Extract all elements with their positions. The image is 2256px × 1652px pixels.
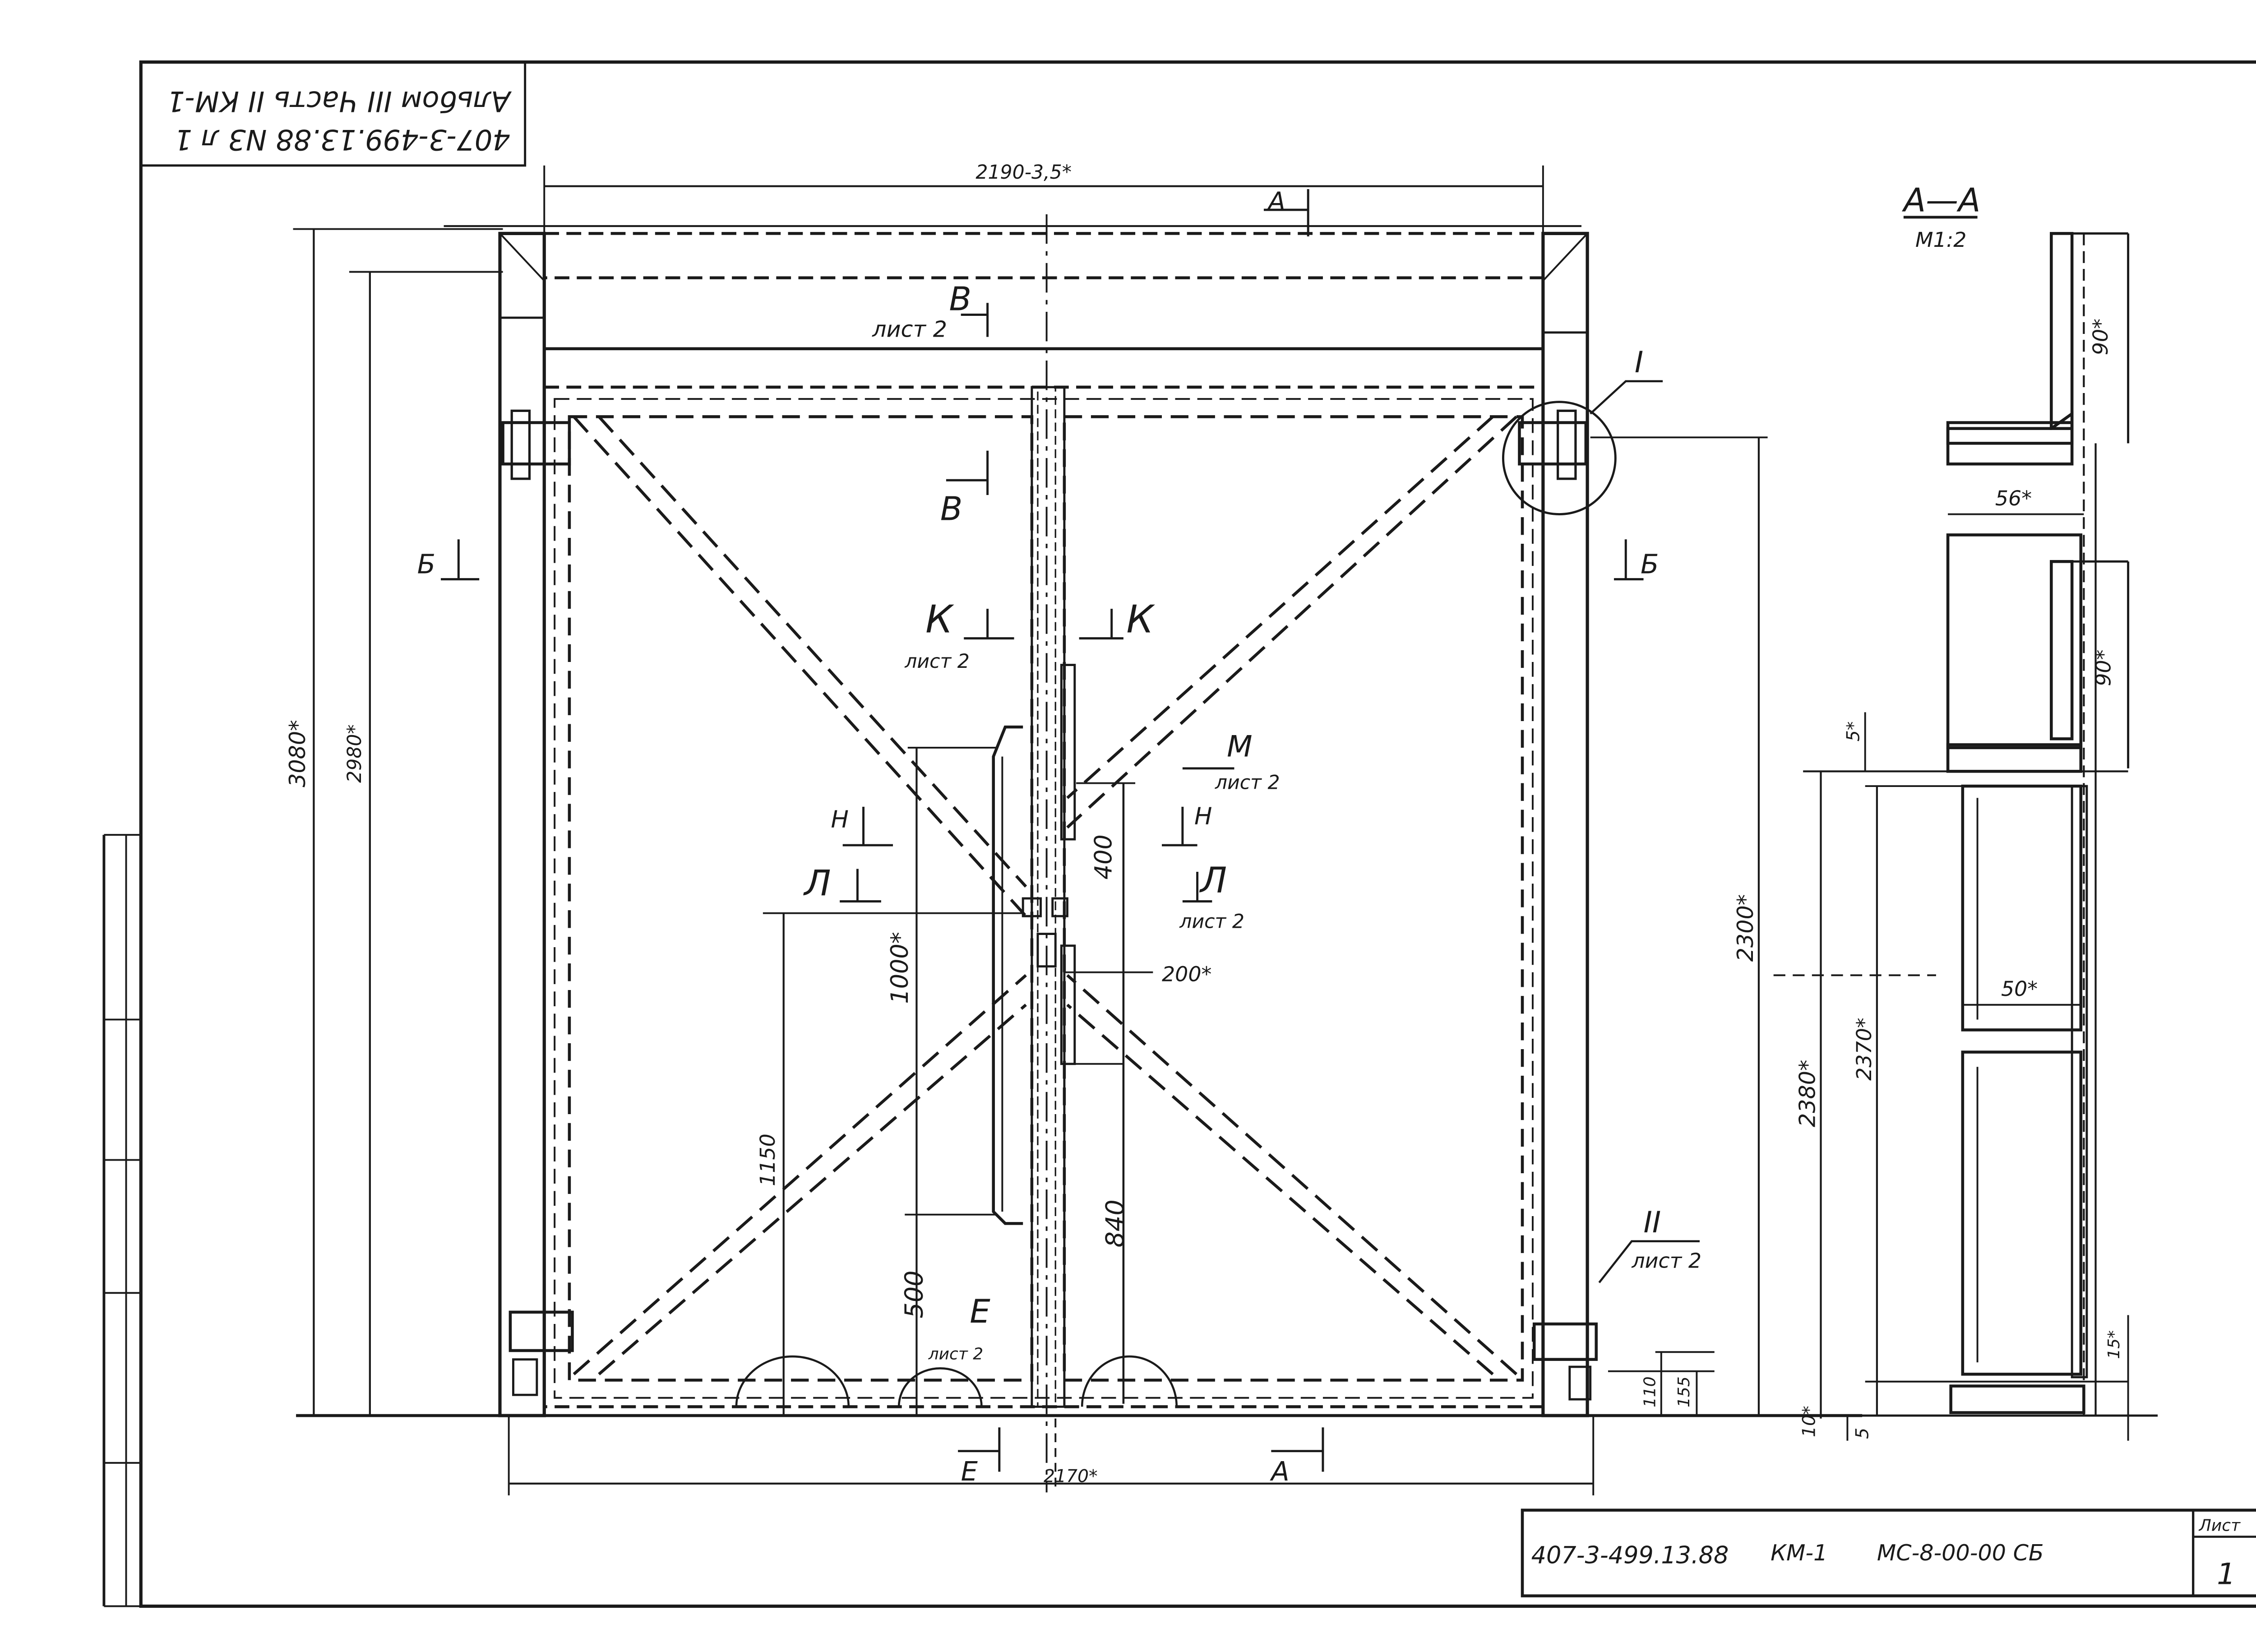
node-2-sheet: лист 2	[1631, 1249, 1701, 1273]
section-markers: А В лист 2 В Б Б К лист 2 К М лист 2 Н Н…	[417, 181, 1981, 1487]
dimension-lines	[293, 165, 1936, 1495]
section-a-bottom: А	[1269, 1456, 1289, 1487]
rotated-stamp: 407-3-499.13.88 N3 л 1 Альбом III Часть …	[167, 85, 512, 156]
dim-10: 10*	[1799, 1406, 1819, 1437]
section-n-right: Н	[1194, 803, 1212, 830]
section-e-sheet: лист 2	[928, 1345, 984, 1364]
section-k-left: К	[925, 597, 954, 642]
stamp-line-2: Альбом III Часть II КМ-1	[167, 85, 512, 118]
section-b-left: Б	[417, 549, 435, 580]
title-code: 407-3-499.13.88	[1531, 1542, 1729, 1569]
gate-elevation	[296, 214, 1863, 1493]
stamp-line-1: 407-3-499.13.88 N3 л 1	[174, 123, 510, 156]
section-aa-scale: М1:2	[1915, 227, 1966, 252]
dim-56: 56*	[1995, 486, 2032, 510]
dim-5-star: 5*	[1844, 722, 1864, 742]
section-v-mid: В	[940, 490, 962, 528]
section-v-top: В	[949, 280, 971, 318]
section-m: М	[1227, 730, 1253, 764]
dim-200: 200*	[1162, 962, 1211, 986]
title-block: 407-3-499.13.88 КМ-1 МС-8-00-00 СБ Лист …	[1521, 1509, 2256, 1597]
title-sheet-label: Лист	[2198, 1516, 2241, 1535]
section-l-left: Л	[803, 862, 831, 904]
dim-840: 840	[1100, 1199, 1130, 1247]
dim-50: 50*	[2001, 976, 2038, 1001]
title-series: КМ-1	[1771, 1540, 1827, 1566]
section-e-bottom: Е	[961, 1456, 978, 1487]
dim-90-top: 90*	[2088, 319, 2113, 355]
section-k-left-sheet: лист 2	[904, 650, 970, 673]
dim-15: 15*	[2105, 1330, 2123, 1359]
sheet-frame	[102, 60, 2256, 1608]
dimension-labels: 2190-3,5* 3080* 2980* 2300* 1000* 1150 5…	[284, 161, 2123, 1486]
dim-90-mid: 90*	[2091, 650, 2115, 686]
dim-2980: 2980*	[343, 724, 366, 783]
section-aa-profile	[1803, 216, 2158, 1441]
dim-bottom-width: 2170*	[1044, 1466, 1098, 1486]
dim-400: 400	[1090, 834, 1118, 879]
node-1-label: I	[1635, 345, 1643, 379]
title-sheet-number: 1	[2217, 1557, 2236, 1591]
dim-top-width: 2190-3,5*	[975, 161, 1072, 184]
dim-1150: 1150	[755, 1134, 780, 1186]
dim-2370: 2370*	[1852, 1018, 1876, 1081]
title-drawing: МС-8-00-00 СБ	[1877, 1540, 2044, 1566]
section-m-sheet: лист 2	[1215, 772, 1280, 794]
dim-2380: 2380*	[1794, 1060, 1820, 1127]
dim-500: 500	[900, 1270, 929, 1318]
section-aa-title: А—А	[1902, 181, 1981, 219]
dim-110: 110	[1641, 1376, 1660, 1407]
section-n-left: Н	[831, 806, 849, 833]
section-e: Е	[970, 1292, 990, 1330]
dim-1000: 1000*	[886, 932, 914, 1004]
dim-3080: 3080*	[284, 720, 310, 787]
dim-2300: 2300*	[1732, 894, 1758, 962]
dim-5: 5	[1852, 1428, 1872, 1439]
section-b-right: Б	[1641, 549, 1659, 580]
section-l-right: Л	[1199, 860, 1227, 901]
section-a-top: А	[1267, 187, 1285, 216]
dim-155: 155	[1675, 1376, 1693, 1407]
section-v-top-sheet: лист 2	[872, 316, 947, 342]
node-2-label: II	[1644, 1205, 1661, 1240]
section-k-right: К	[1126, 597, 1155, 642]
section-l-sheet: лист 2	[1179, 910, 1244, 933]
